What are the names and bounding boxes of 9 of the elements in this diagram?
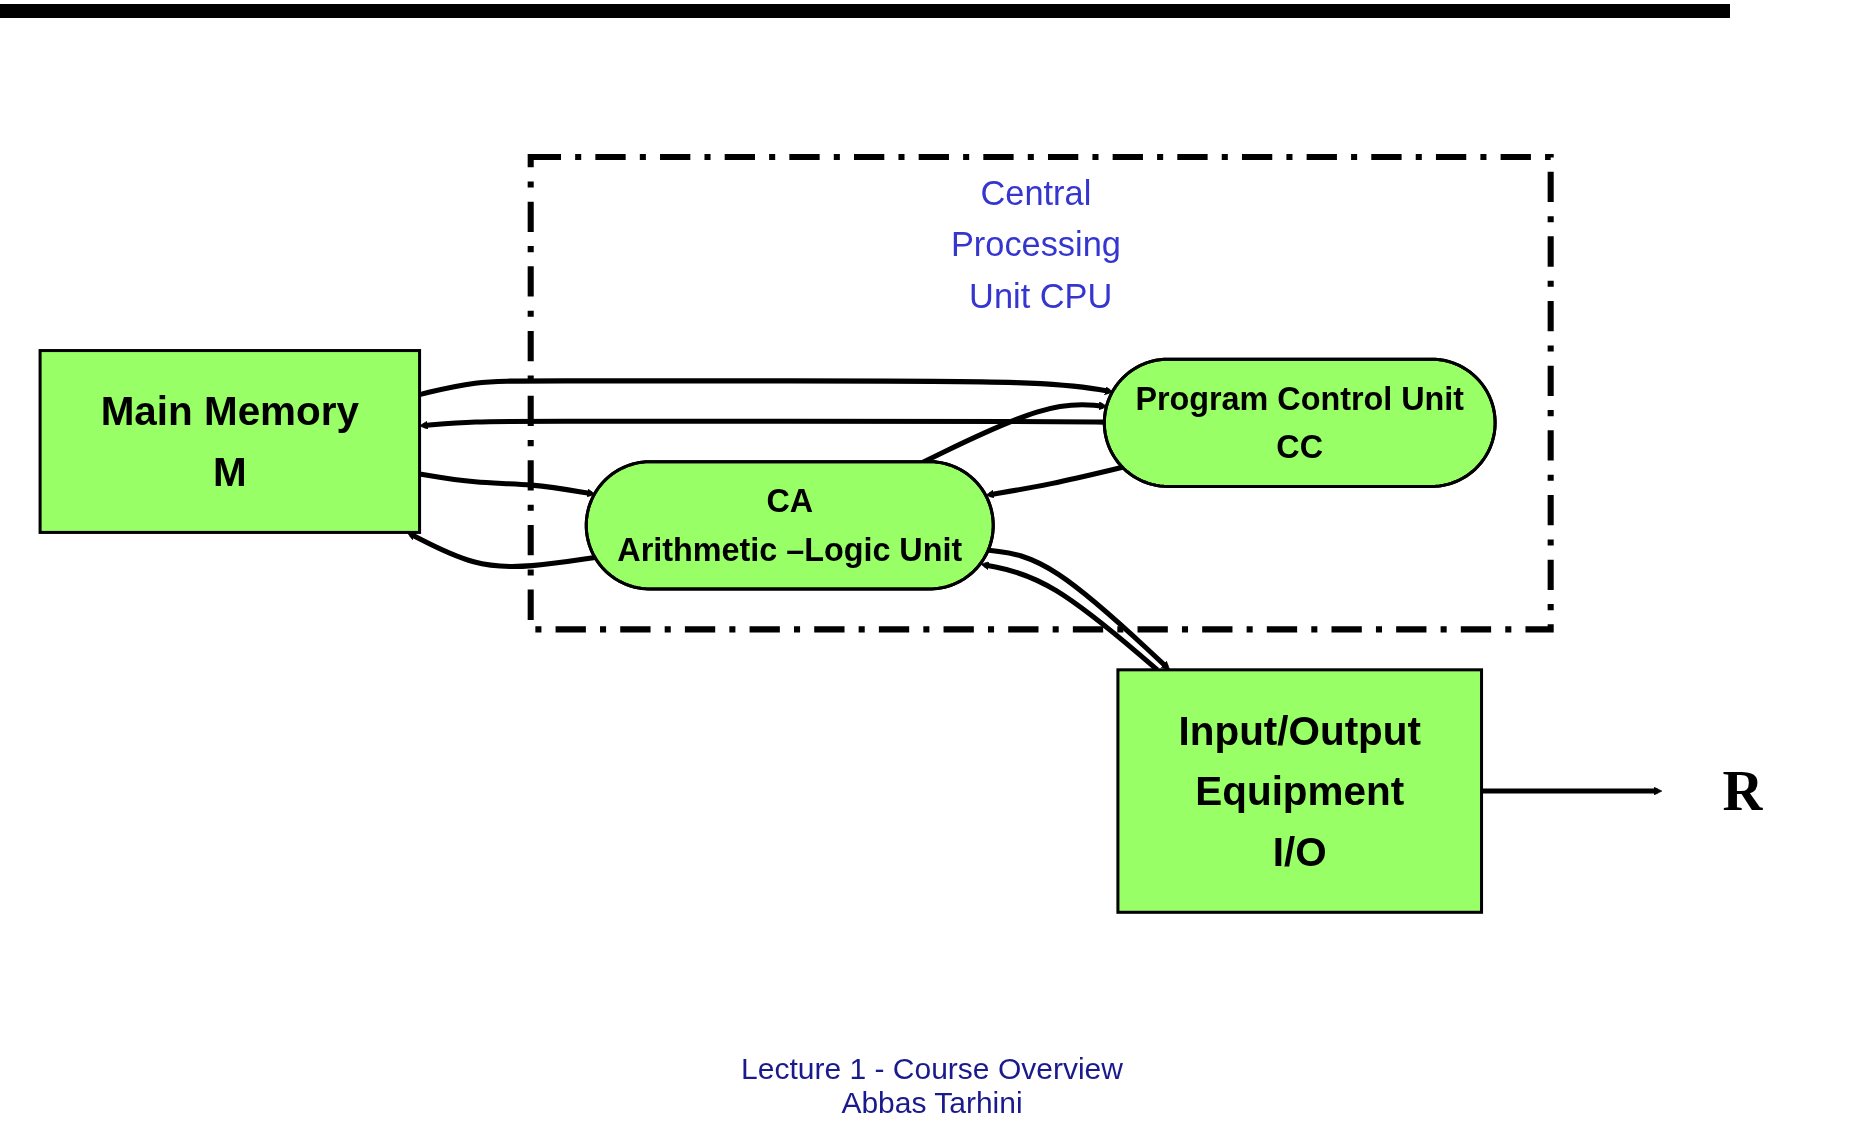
node-box: Main Memory M: [38, 349, 422, 535]
arrow: [406, 532, 596, 570]
arrow: [419, 471, 596, 498]
node-text: R: [1722, 760, 1764, 823]
node-box: Input/Output Equipment I/O: [1116, 668, 1484, 915]
arrow: [985, 465, 1124, 499]
arrow: [988, 548, 1171, 671]
footer-text: Abbas Tarhini: [841, 1086, 1023, 1120]
footer-text: Lecture 1 - Course Overview: [741, 1052, 1123, 1086]
